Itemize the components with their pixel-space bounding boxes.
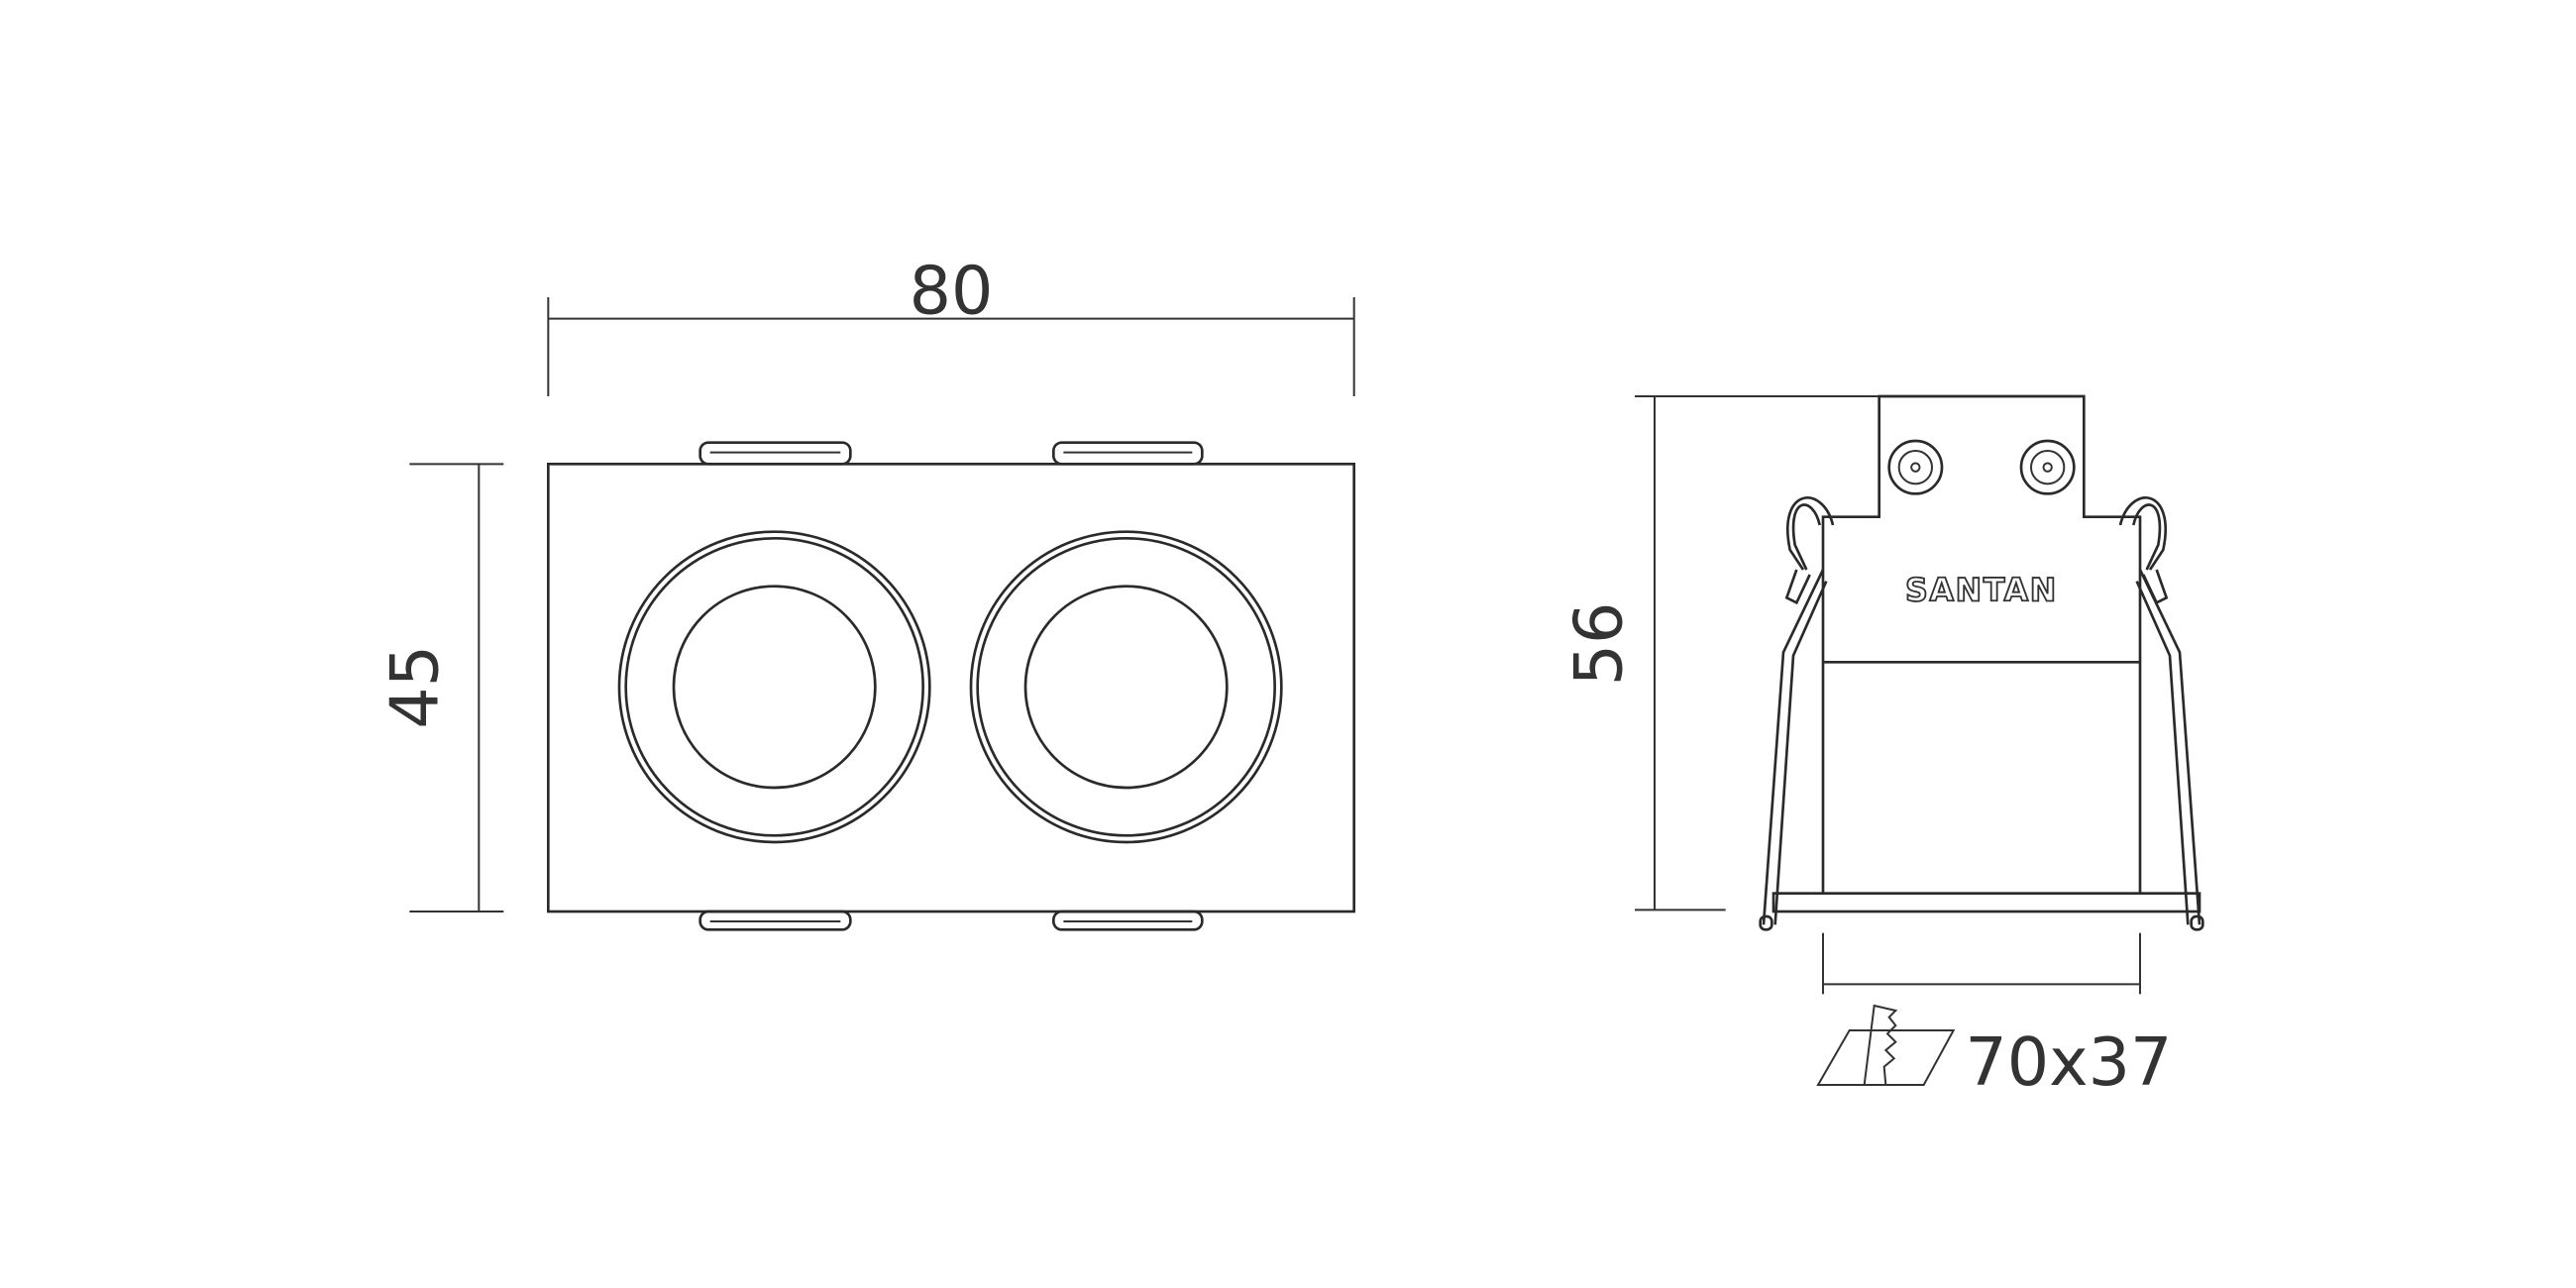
- brand-logo: SANTAN: [1905, 574, 2058, 609]
- front-view: 80 45: [376, 253, 1355, 931]
- height-dimension-label: 45: [376, 645, 454, 729]
- width-dimension-label: 80: [910, 253, 994, 330]
- screw-icon: [2019, 439, 2076, 495]
- flange: [1771, 892, 2201, 913]
- cutout-dimension-label: 70x37: [1965, 1023, 2172, 1101]
- frame-outline: [547, 463, 1355, 913]
- housing-outline: [1821, 394, 2142, 894]
- clips: [698, 441, 1204, 931]
- screw-icon: [1887, 439, 1944, 495]
- side-height-dimension: 56: [1560, 395, 1879, 912]
- width-dimension: 80: [547, 253, 1355, 396]
- lamp-right: [969, 530, 1283, 844]
- height-dimension: 45: [376, 463, 504, 913]
- spring-right: [2118, 496, 2204, 931]
- cutout-dimension: 70x37: [1816, 932, 2172, 1101]
- side-view: 56 SANTAN: [1560, 394, 2204, 1101]
- lamp-left: [617, 530, 931, 844]
- spring-left: [1759, 496, 1835, 931]
- saw-cutout-icon: [1816, 1004, 1956, 1086]
- side-height-dimension-label: 56: [1560, 602, 1638, 687]
